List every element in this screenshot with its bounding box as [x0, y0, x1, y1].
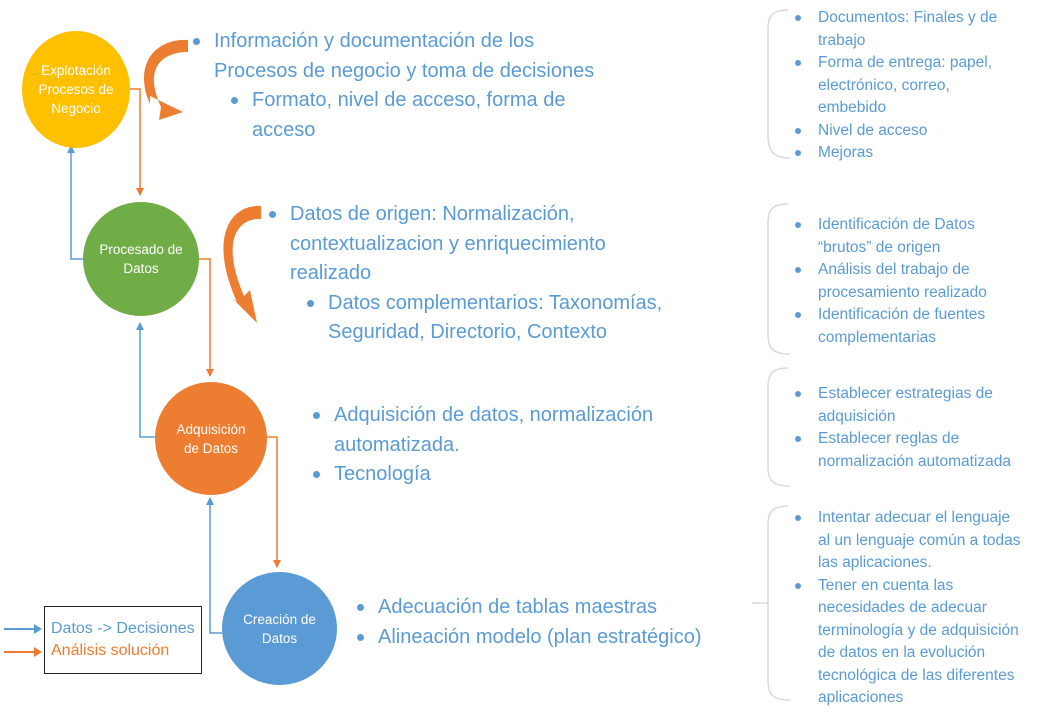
text-line: realizado	[290, 262, 372, 284]
circle-label-line: Creación de	[243, 611, 316, 627]
side-note-item: Establecer reglas de normalización autom…	[792, 428, 1050, 473]
bracket-group-4	[767, 505, 791, 701]
flow-arrow-creacion-to-adquisicion	[206, 497, 222, 634]
main-sub-bullet: Datos complementarios: Taxonomías, Segur…	[306, 289, 748, 348]
side-notes-group-4: Intentar adecuar el lenguaje al un lengu…	[792, 507, 1050, 710]
text-line: Establecer estrategias de	[818, 385, 993, 402]
text-line: normalización automatizada	[818, 452, 1011, 470]
side-notes-group-2: Identificación de Datos “brutos” de orig…	[792, 214, 1050, 349]
text-line: Datos de origen: Normalización,	[290, 203, 575, 225]
text-line: Identificación de fuentes	[818, 306, 986, 323]
text-line: Tener en cuenta las	[818, 576, 954, 594]
text-line: Adquisición de datos, normalización	[334, 404, 654, 426]
main-sub-bullet: Formato, nivel de acceso, forma de acces…	[230, 86, 752, 145]
text-line: complementarias	[818, 328, 937, 346]
flow-arrow-adquisicion-to-creacion	[267, 436, 281, 568]
main-text-procesado: Datos de origen: Normalización, contextu…	[268, 200, 748, 348]
main-bullet: Tecnología	[312, 460, 752, 490]
text-line: Seguridad, Directorio, Contexto	[328, 321, 608, 343]
circle-label-line: Negocio	[51, 101, 101, 116]
text-line: Mejoras	[818, 144, 874, 161]
text-line: Formato, nivel de acceso, forma de	[252, 89, 566, 111]
bracket-group-3	[767, 367, 791, 487]
text-line: embebido	[818, 99, 887, 116]
circle-label-line: Explotación	[41, 63, 111, 78]
side-note-item: Identificación de Datos “brutos” de orig…	[792, 214, 1050, 259]
circle-label-line: de Datos	[183, 440, 239, 456]
text-line: aplicaciones	[818, 689, 904, 706]
text-line: Tecnología	[334, 463, 431, 485]
circle-label-line: Procesos de	[38, 82, 114, 97]
side-note-item: Documentos: Finales y de trabajo	[792, 7, 1050, 52]
text-line: Identificación de Datos	[818, 216, 975, 233]
text-line: Procesos de negocio y toma de decisiones	[214, 59, 595, 82]
text-line: Intentar adecuar el lenguaje	[818, 509, 1011, 526]
text-line: automatizada.	[334, 433, 460, 456]
text-line: Nivel de acceso	[818, 121, 928, 139]
text-line: Datos complementarios: Taxonomías,	[328, 291, 663, 314]
side-note-item: Forma de entrega: papel, electrónico, co…	[792, 52, 1050, 120]
side-notes-group-3: Establecer estrategias de adquisición Es…	[792, 383, 1050, 473]
main-text-creacion: Adecuación de tablas maestras Alineación…	[356, 593, 756, 652]
circle-label-line: Adquisición	[176, 421, 246, 437]
circle-procesado-de-datos: Procesado de Datos	[83, 202, 199, 316]
text-line: procesamiento realizado	[818, 283, 987, 301]
text-line: las aplicaciones.	[818, 554, 932, 571]
circle-label-line: Datos	[261, 630, 298, 646]
text-line: necesidades de adecuar	[818, 599, 987, 616]
main-bullet: Información y documentación de los Proce…	[192, 27, 752, 86]
text-line: electrónico, correo,	[818, 76, 950, 94]
bracket-group-1	[767, 9, 791, 159]
circle-label-line: Procesado de	[99, 242, 183, 257]
side-note-item: Tener en cuenta las necesidades de adecu…	[792, 575, 1050, 710]
main-bullet: Adecuación de tablas maestras	[356, 593, 756, 623]
side-note-item: Mejoras	[792, 142, 1050, 165]
text-line: Adecuación de tablas maestras	[378, 596, 658, 618]
flow-arrow-procesado-to-adquisicion	[199, 258, 214, 377]
side-notes-group-1: Documentos: Finales y de trabajo Forma d…	[792, 7, 1050, 165]
text-line: tecnológica de las diferentes	[818, 666, 1015, 684]
main-bullet: Datos de origen: Normalización, contextu…	[268, 200, 748, 289]
text-line: Forma de entrega: papel,	[818, 54, 993, 71]
side-note-item: Análisis del trabajo de procesamiento re…	[792, 259, 1050, 304]
flow-arrow-adquisicion-to-procesado	[136, 322, 155, 438]
text-line: al un lenguaje común a todas	[818, 531, 1021, 549]
legend-label-analisis-solucion: Análisis solución	[51, 642, 170, 659]
legend-blue-arrow-icon	[4, 624, 42, 634]
curved-arrow-top-icon	[144, 39, 188, 120]
circle-explotacion-procesos-de-negocio: Explotación Procesos de Negocio	[22, 31, 130, 148]
text-line: trabajo	[818, 31, 866, 49]
text-line: Documentos: Finales y de	[818, 9, 998, 26]
legend-orange-arrow-icon	[4, 647, 42, 657]
main-text-adquisicion: Adquisición de datos, normalización auto…	[312, 401, 752, 490]
legend-arrows	[4, 624, 42, 657]
main-text-explotacion: Información y documentación de los Proce…	[192, 27, 752, 145]
main-bullet: Adquisición de datos, normalización auto…	[312, 401, 752, 460]
flow-arrow-procesado-to-explotacion	[67, 145, 83, 260]
text-line: Establecer reglas de	[818, 430, 960, 447]
side-note-item: Identificación de fuentes complementaria…	[792, 304, 1050, 349]
main-bullet: Alineación modelo (plan estratégico)	[356, 623, 756, 653]
circle-adquisicion-de-datos: Adquisición de Datos	[155, 382, 267, 495]
text-line: “brutos” de origen	[818, 238, 941, 256]
text-line: Análisis del trabajo de	[818, 261, 970, 278]
flow-arrow-explotacion-to-procesado	[130, 88, 144, 196]
legend-label-datos-decisiones: Datos -> Decisiones	[51, 620, 195, 637]
text-line: de datos en la evolución	[818, 644, 986, 661]
side-note-item: Nivel de acceso	[792, 120, 1050, 143]
text-line: acceso	[252, 118, 316, 141]
side-note-item: Intentar adecuar el lenguaje al un lengu…	[792, 507, 1050, 575]
text-line: Información y documentación de los	[214, 30, 535, 52]
circle-creacion-de-datos: Creación de Datos	[222, 572, 337, 685]
text-line: terminología y de adquisición	[818, 621, 1019, 639]
circle-label-line: Datos	[123, 261, 159, 276]
text-line: contextualizacion y enriquecimiento	[290, 232, 606, 255]
side-note-item: Establecer estrategias de adquisición	[792, 383, 1050, 428]
legend-box: Datos -> Decisiones Análisis solución	[44, 606, 202, 674]
curved-arrow-middle-icon	[223, 205, 261, 323]
text-line: Alineación modelo (plan estratégico)	[378, 625, 702, 648]
bracket-group-2	[767, 203, 791, 355]
text-line: adquisición	[818, 407, 896, 425]
